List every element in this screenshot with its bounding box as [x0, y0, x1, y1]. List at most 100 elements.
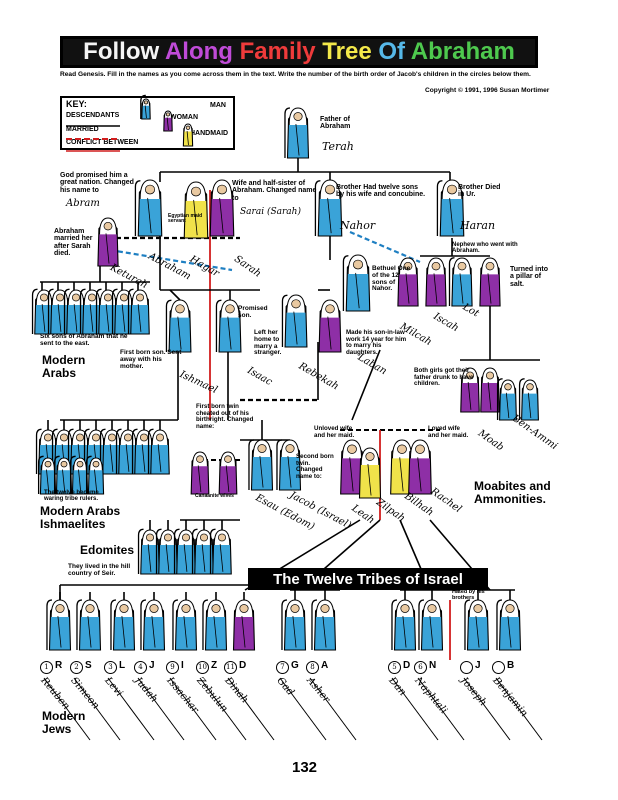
birth-order-circle[interactable]: 10	[196, 661, 209, 674]
key-woman-icon	[163, 110, 173, 132]
canaanite-wife-figure	[190, 451, 210, 495]
tribe-initial: J	[149, 660, 155, 671]
birth-order-circle[interactable]	[460, 661, 473, 674]
unloved-wife-note: Unloved wife and her maid.	[314, 425, 355, 439]
jacob-figure	[276, 439, 302, 491]
writing-line	[227, 677, 275, 741]
tribe-figure	[418, 599, 444, 651]
terah-name: Terah	[322, 140, 354, 153]
tribe-figure	[391, 599, 417, 651]
title-word: Of	[378, 38, 411, 65]
modern-jews-label: Modern Jews	[42, 709, 86, 736]
terah-figure	[284, 107, 310, 159]
left-home-note: Left her home to marry a stranger.	[254, 329, 282, 357]
milcah-figure	[397, 257, 419, 307]
second-born-note: Second born twin. Changed name to:	[296, 453, 334, 480]
both-girls-note: Both girls got their father drunk to hav…	[414, 367, 474, 387]
birth-order-circle[interactable]	[492, 661, 505, 674]
birth-order-circle[interactable]: 11	[224, 661, 237, 674]
esau-son-figure	[155, 528, 178, 575]
title-word: Along	[164, 38, 240, 65]
tribe-initial: S	[85, 660, 92, 671]
nahor-description: Brother Had twelve sons by his wife and …	[336, 184, 426, 199]
bilhah-figure	[390, 439, 414, 495]
birth-order-circle[interactable]: 7	[276, 661, 289, 674]
hated-note: Hated by his brothers	[452, 589, 485, 601]
keturah-son-figure	[95, 288, 118, 335]
tribe-initial: B	[507, 660, 515, 671]
key-man-icon	[140, 94, 151, 120]
title-word: Follow	[83, 38, 165, 65]
iscah-figure	[425, 257, 447, 307]
tribe-figure	[281, 599, 307, 651]
egyptian-maid-note: Egyptian maid servant	[168, 213, 203, 225]
keturah-son-figure	[31, 288, 54, 335]
key-descendants: DESCENDANTS	[66, 112, 120, 119]
zilpah-figure	[358, 447, 382, 499]
keturah-son-figure	[63, 288, 86, 335]
ishmael-son-figure	[53, 455, 73, 495]
birth-order-circle[interactable]: 5	[388, 661, 401, 674]
writing-line	[169, 677, 217, 741]
writing-line	[417, 677, 465, 741]
tribe-figure	[311, 599, 337, 651]
modern-arabs-label: Modern Arabs	[42, 353, 86, 380]
tribe-initial: L	[119, 660, 126, 671]
tribe-initial: A	[321, 660, 329, 671]
twelve-tribes-banner: The Twelve Tribes of Israel	[248, 568, 488, 590]
ishmael-son-figure	[99, 428, 122, 475]
page-title: Follow Along Family Tree Of Abraham	[83, 38, 515, 66]
birth-order-circle[interactable]: 9	[166, 661, 179, 674]
sarah-figure	[209, 179, 235, 237]
writing-line	[463, 677, 511, 741]
married-blue-line	[109, 248, 233, 272]
tribe-initial: R	[55, 660, 63, 671]
birth-order-circle[interactable]: 4	[134, 661, 147, 674]
writing-line	[391, 677, 439, 741]
birth-order-circle[interactable]: 1	[40, 661, 53, 674]
tribe-figure	[110, 599, 136, 651]
writing-line	[279, 677, 327, 741]
god-promised-note: God promised him a great nation. Changed…	[60, 172, 134, 194]
birth-order-circle[interactable]: 3	[104, 661, 117, 674]
loved-wife-note: Loved wife and her maid.	[428, 425, 469, 439]
tribe-figure	[46, 599, 72, 651]
rebekah-figure	[318, 299, 342, 353]
connector-line	[169, 289, 181, 301]
figures	[31, 94, 539, 651]
twelve-rulers-note: The twelve became waring tribe rulers.	[44, 490, 99, 503]
title-word: Family	[239, 38, 323, 65]
leah-figure	[340, 439, 364, 495]
key-conflict: CONFLICT BETWEEN	[66, 139, 139, 146]
page-number: 132	[292, 759, 318, 776]
birth-order-circle[interactable]: 8	[306, 661, 319, 674]
writing-line	[309, 677, 357, 741]
tribe-figure	[172, 599, 198, 651]
six-sons-note: Six sons of Abraham that he sent to the …	[40, 333, 128, 347]
haran-name: Haran	[460, 219, 496, 232]
tribe-initial: G	[291, 660, 299, 671]
laban-figure	[281, 294, 308, 348]
esau-son-figure	[173, 528, 196, 575]
birth-order-circle[interactable]: 6	[414, 661, 427, 674]
writing-line	[73, 677, 121, 741]
keturah-son-figure	[127, 288, 150, 335]
tribe-initial: D	[403, 660, 411, 671]
birth-order-circle[interactable]: 2	[70, 661, 83, 674]
first-born-note: First born son. Sent away with his mothe…	[120, 349, 182, 370]
isaac-figure	[215, 299, 242, 353]
canaanite-wife-figure	[218, 451, 238, 495]
tribe-initial: D	[239, 660, 247, 671]
esau-figure	[248, 439, 274, 491]
ishmael-figure	[165, 299, 192, 353]
connector-line	[351, 349, 381, 421]
first-born-twin-note: First born twin cheated out of his birth…	[196, 403, 254, 430]
nahor-name: Nahor	[340, 219, 376, 232]
ishmael-son-figure	[85, 455, 105, 495]
lot-daughter-figure	[460, 367, 480, 413]
moab-figure	[496, 378, 517, 421]
key-woman-label: WOMAN	[170, 114, 198, 121]
writing-line	[495, 677, 543, 741]
